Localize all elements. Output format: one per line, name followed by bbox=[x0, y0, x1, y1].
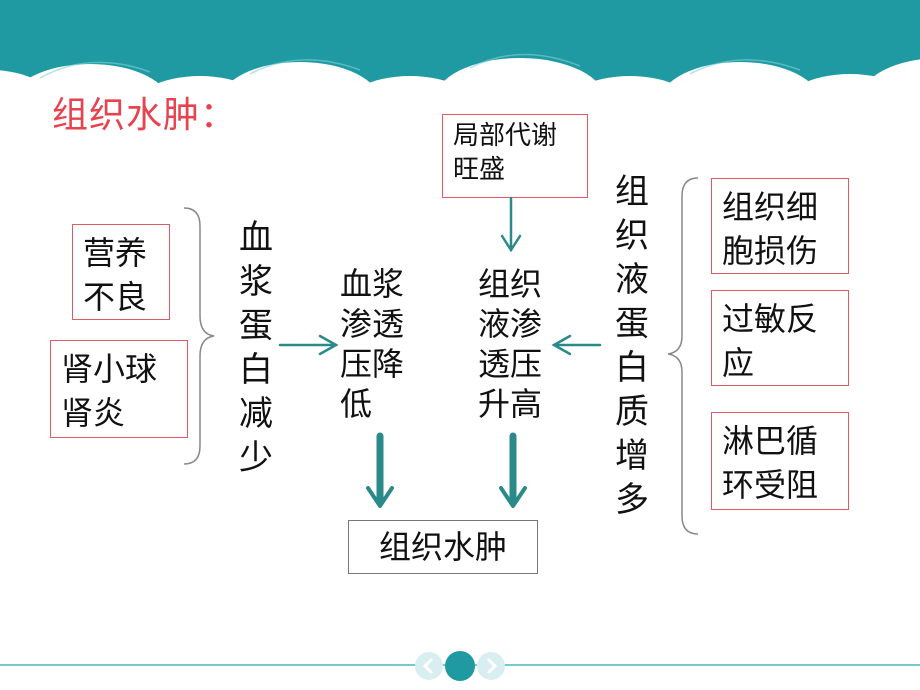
cause-box-allergy: 过敏反应 bbox=[711, 290, 849, 386]
arrowhead-icon bbox=[499, 486, 527, 508]
next-button[interactable] bbox=[477, 652, 505, 680]
outcome-label: 组织水肿 bbox=[378, 528, 507, 566]
plasma-protein-decrease: 血浆蛋白减少 bbox=[239, 218, 273, 478]
cause-label: 肾小球肾炎 bbox=[61, 350, 158, 432]
cause-box-lymph-block: 淋巴循环受阻 bbox=[711, 412, 849, 510]
arrowhead-icon bbox=[500, 234, 522, 253]
arrowhead-icon bbox=[318, 334, 339, 356]
tissue-osmotic-pressure-high: 组织液渗透压升高 bbox=[478, 265, 543, 423]
arrowhead-icon bbox=[366, 486, 394, 508]
cause-box-nephritis: 肾小球肾炎 bbox=[50, 340, 188, 438]
right-bracket bbox=[667, 177, 699, 535]
cause-label: 淋巴循环受阻 bbox=[722, 422, 819, 504]
outcome-box: 组织水肿 bbox=[348, 520, 538, 574]
current-page-dot[interactable] bbox=[445, 651, 475, 681]
chevron-right-icon bbox=[487, 658, 498, 674]
plasma-osmotic-pressure-low: 血浆渗透压降低 bbox=[340, 265, 405, 423]
arrowhead-icon bbox=[551, 334, 572, 356]
page-title: 组织水肿： bbox=[52, 95, 238, 136]
header-banner bbox=[0, 0, 920, 110]
cause-label: 营养不良 bbox=[83, 234, 148, 316]
chevron-left-icon bbox=[422, 658, 433, 674]
cause-label: 组织细胞损伤 bbox=[722, 188, 819, 270]
cause-box-malnutrition: 营养不良 bbox=[72, 224, 170, 320]
prev-button[interactable] bbox=[415, 652, 443, 680]
cause-box-cell-damage: 组织细胞损伤 bbox=[711, 178, 849, 274]
tissue-fluid-protein-increase: 组织液蛋白质增多 bbox=[615, 172, 649, 520]
cause-label: 过敏反应 bbox=[722, 300, 819, 382]
local-metabolism-box: 局部代谢旺盛 bbox=[442, 114, 588, 198]
left-bracket bbox=[183, 207, 215, 465]
local-metabolism-label: 局部代谢旺盛 bbox=[453, 121, 558, 185]
